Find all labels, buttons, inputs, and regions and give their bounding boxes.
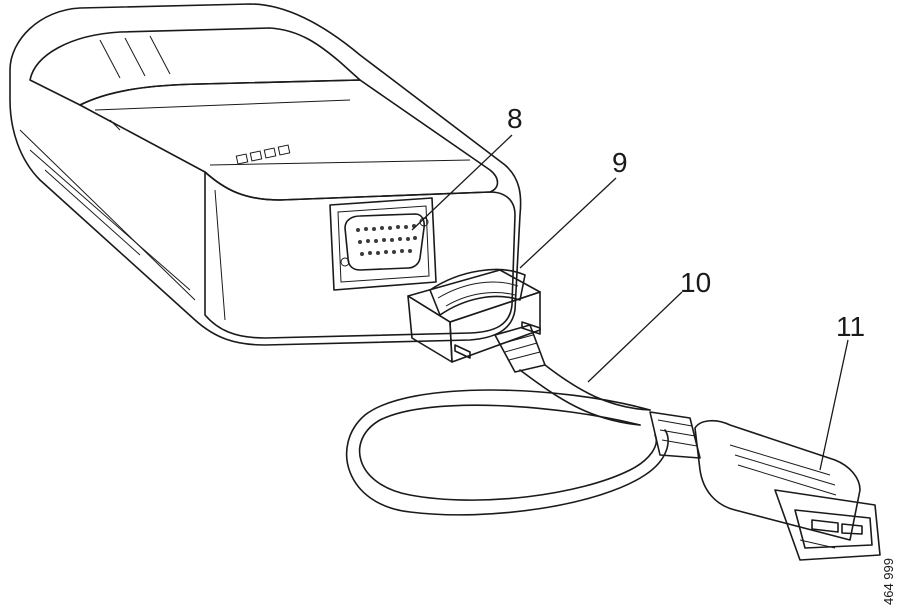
reference-number: 464 999 — [881, 558, 896, 605]
callout-11: 11 — [836, 311, 865, 342]
callout-10: 10 — [680, 267, 711, 298]
device-port — [330, 198, 436, 290]
callout-9: 9 — [612, 147, 628, 178]
leader-lines — [412, 135, 848, 470]
led-indicators — [236, 145, 289, 164]
cable-connector — [408, 270, 545, 372]
cable — [347, 365, 668, 515]
obd-plug — [650, 412, 880, 560]
interface-unit — [10, 4, 521, 345]
callout-8: 8 — [507, 103, 523, 134]
